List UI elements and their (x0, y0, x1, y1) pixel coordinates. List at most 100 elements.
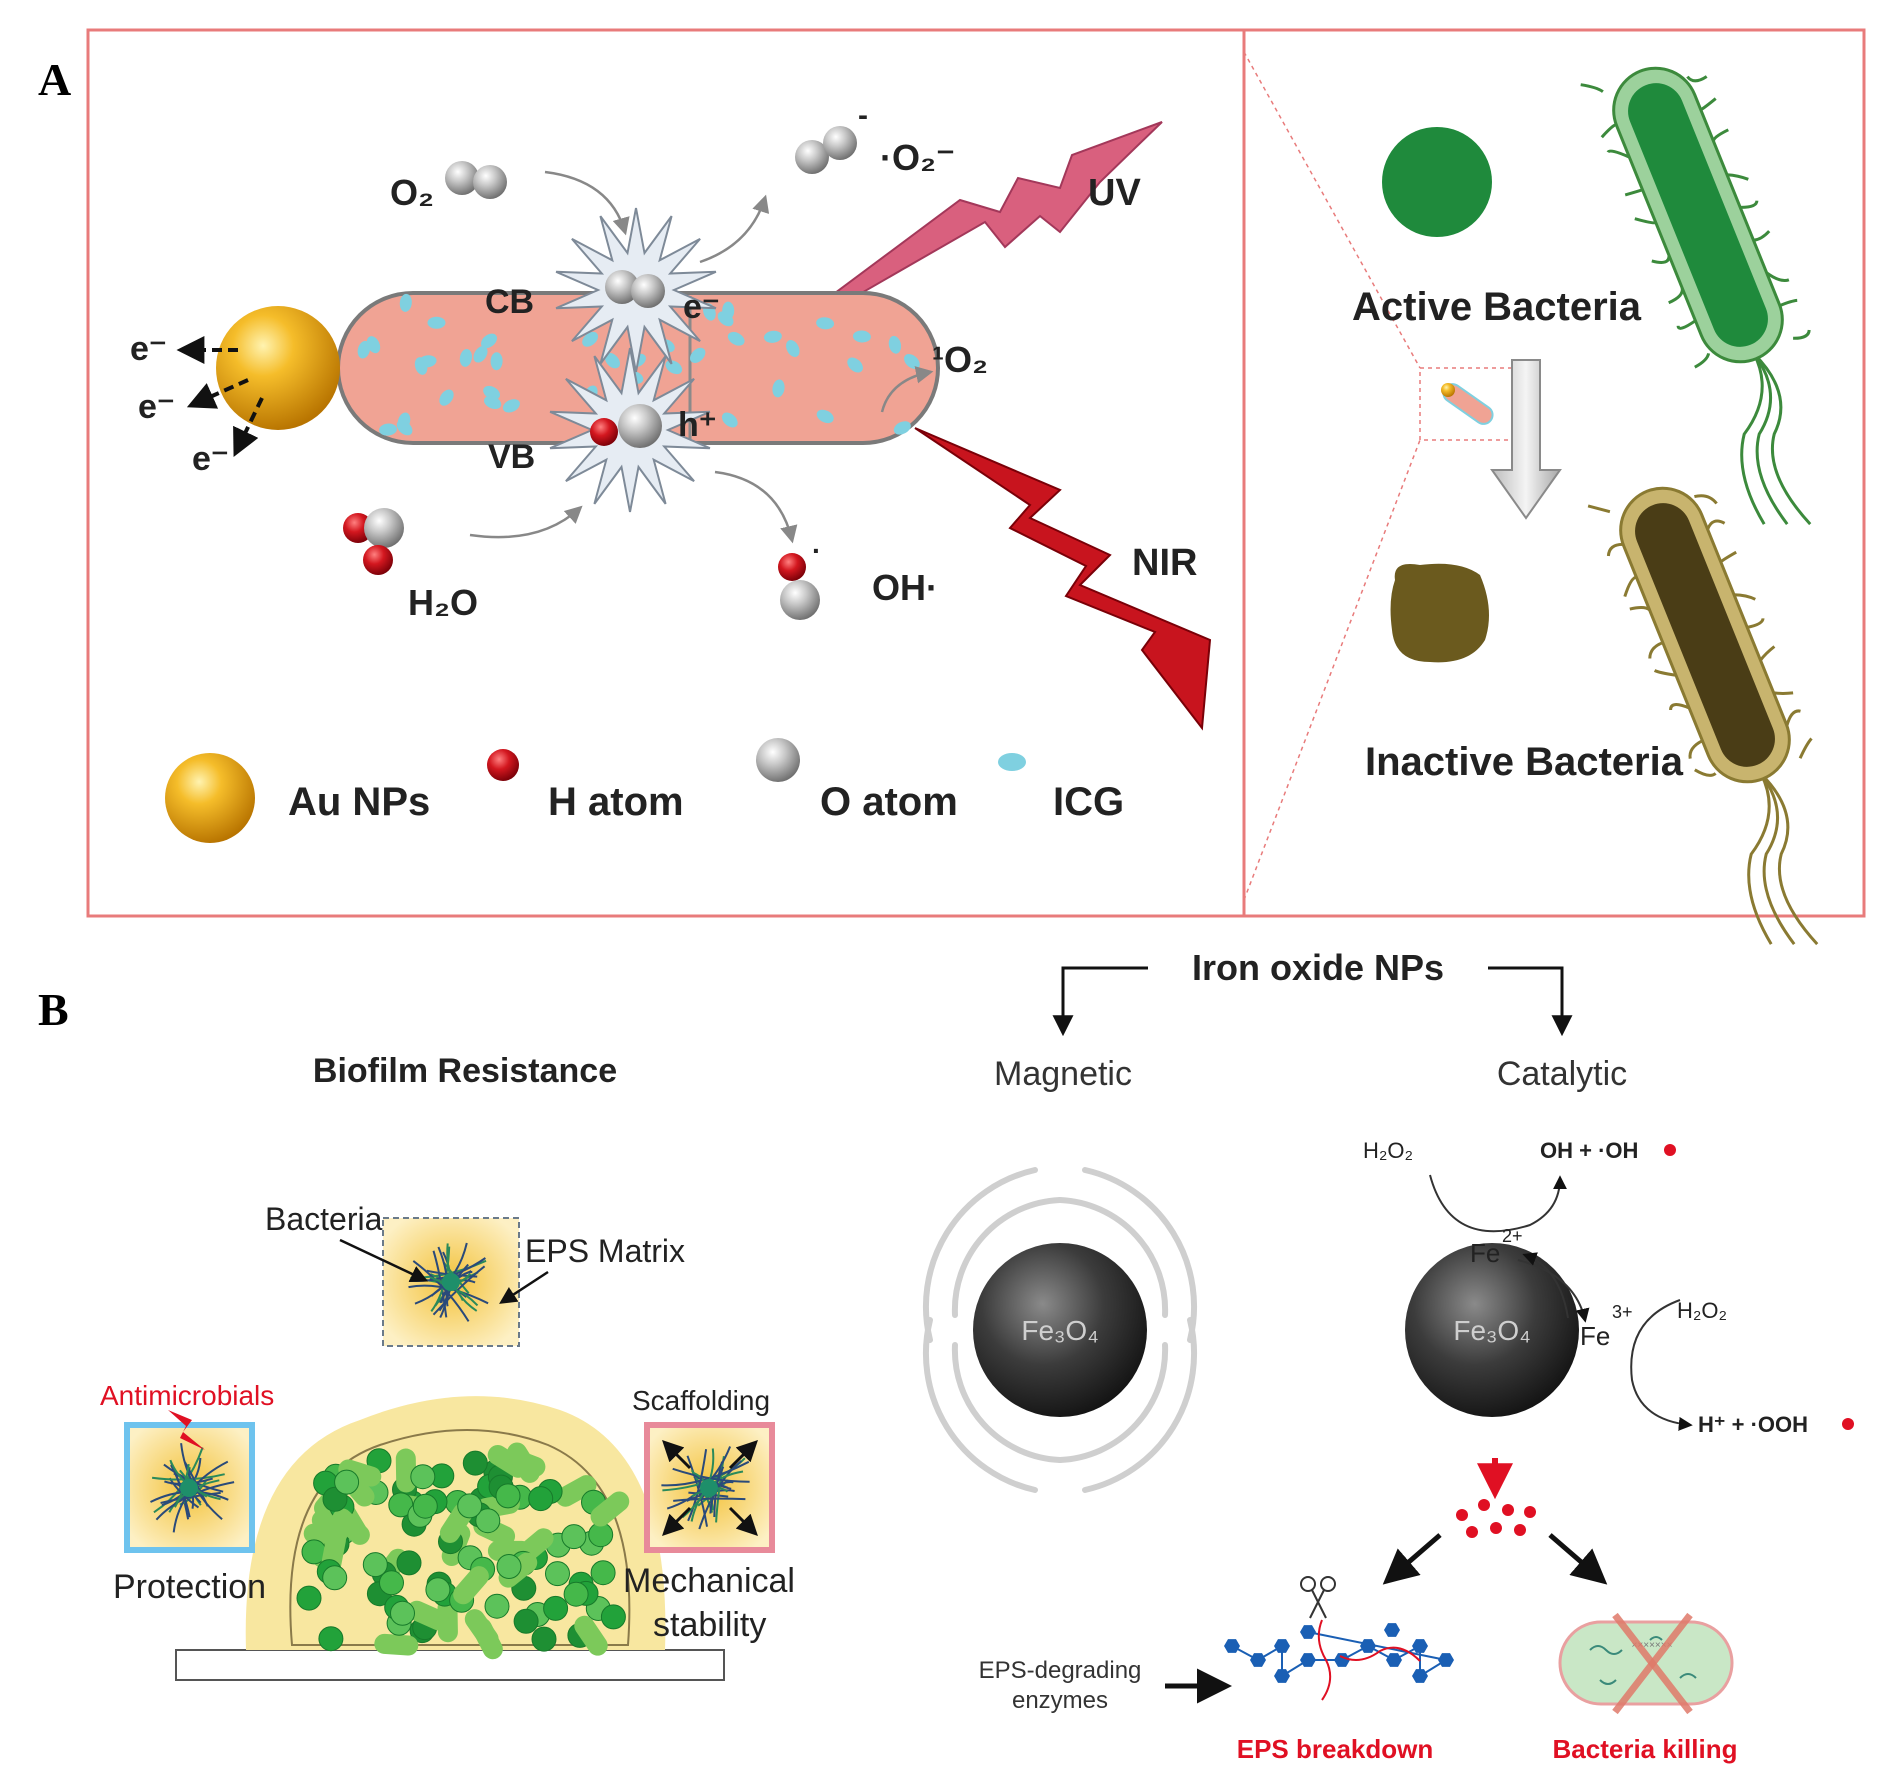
flagellum (1669, 703, 1690, 711)
uv-label: UV (1088, 172, 1141, 214)
oh-products-label: OH + ·OH (1540, 1138, 1638, 1163)
eps-matrix-callout: EPS Matrix (525, 1233, 685, 1269)
cleavage-strand (1317, 1619, 1332, 1701)
rod-bacterium (464, 1609, 499, 1649)
icg-dot (427, 316, 446, 329)
ros-dot (1466, 1526, 1478, 1538)
flagellum (1760, 773, 1819, 946)
legend-icg-label: ICG (1053, 780, 1124, 824)
eps-sugar-unit (1250, 1653, 1266, 1667)
ros-to-bacteria-arrow (1548, 1533, 1608, 1585)
flagellum (1746, 618, 1765, 629)
svg-text:×××××××: ××××××× (1632, 1640, 1673, 1651)
flagellum (1779, 298, 1798, 307)
ros-dot (1524, 1506, 1536, 1518)
eps-sugar-unit (1274, 1669, 1290, 1683)
au-nanoparticle (216, 306, 340, 430)
icg-dot (459, 348, 472, 367)
water-oxygen-atom (364, 508, 404, 548)
flagellum (1712, 128, 1729, 143)
ros-dots (1456, 1499, 1536, 1538)
icg-dot (727, 331, 745, 346)
coccus-bacterium (322, 1486, 348, 1512)
flagellum (1753, 353, 1812, 526)
flagellum (1759, 773, 1796, 946)
coccus-bacterium (457, 1493, 483, 1519)
eps-sugar-unit (1274, 1639, 1290, 1653)
icg-dot (847, 357, 863, 373)
eps-fiber-tangle (150, 1443, 235, 1533)
coccus-bacterium (600, 1604, 626, 1630)
eps-fiber-tangle (408, 1242, 489, 1322)
ros-dot (1456, 1509, 1468, 1521)
flagellum (1733, 593, 1756, 601)
rod-bacterium (374, 1633, 419, 1656)
flagellum (1726, 173, 1749, 181)
fe2-charge: 2+ (1502, 1226, 1523, 1246)
superoxide-atom (823, 126, 857, 160)
eps-sugar-unit (1412, 1639, 1428, 1653)
flagellum (1629, 606, 1651, 612)
icg-dot (357, 340, 371, 359)
singlet-oxygen-label: ¹O₂ (932, 339, 988, 380)
eps-fiber-tangle (661, 1446, 750, 1530)
o2-to-cb-arrow (544, 170, 630, 236)
icg-dot (582, 331, 598, 347)
mechanical-label-line1: Mechanical (623, 1562, 795, 1600)
eps-sugar-unit (1300, 1625, 1316, 1639)
coccus-bacterium (334, 1469, 360, 1495)
icg-dot (483, 385, 501, 400)
flagellum (1793, 329, 1811, 340)
flagellum (1747, 773, 1773, 945)
vb-to-hydroxyl-arrow (714, 470, 798, 544)
biofilm-inner-outline (289, 1429, 631, 1646)
flagellum (1699, 97, 1717, 112)
flagellum (1623, 575, 1637, 598)
eps-bond (1307, 1631, 1447, 1661)
ros-dot (1502, 1504, 1514, 1516)
rod-bacterium (574, 1615, 608, 1656)
flagellum (1651, 255, 1671, 264)
vb-label: VB (488, 438, 535, 476)
water-to-vb-arrow (469, 505, 583, 539)
killed-bacterium: ××××××× (1558, 1612, 1734, 1715)
rod-bacterium (395, 1448, 417, 1493)
flagellum (1765, 271, 1790, 283)
hole-label: h⁺ (678, 406, 717, 444)
flagellum (1759, 645, 1776, 662)
rod-bacterium (555, 1475, 597, 1507)
coccus-bacterium (528, 1486, 554, 1512)
coccus-bacterium (425, 1577, 451, 1603)
biofilm-bacteria-cluster (296, 1442, 630, 1660)
coccus-bacterium (561, 1524, 587, 1550)
eps-sugar-unit (1360, 1639, 1376, 1653)
flagellum (1676, 319, 1697, 330)
flagellum (1694, 494, 1718, 505)
magnetic-field-arcs (923, 1167, 1197, 1493)
scaffolding-label: Scaffolding (632, 1385, 770, 1416)
ros-dot (1478, 1499, 1490, 1511)
flagellum (1773, 691, 1794, 695)
legend-au-swatch (165, 753, 255, 843)
coccus-bacterium (590, 1560, 616, 1586)
hydroxyl-dot: · (812, 535, 821, 566)
magnetic-particle-label: Fe₃O₄ (1021, 1315, 1098, 1346)
coccus-bacterium (563, 1581, 589, 1607)
h-products-label: H⁺ + ·OOH (1698, 1412, 1808, 1437)
inactive-bacteria-rod (1587, 486, 1819, 946)
icg-dot (904, 354, 920, 369)
eps-fiber (412, 1260, 470, 1322)
legend-h-label: H atom (548, 780, 684, 824)
rod-bacterium (406, 1600, 449, 1631)
icg-dot (816, 409, 834, 424)
flagellum (1753, 230, 1771, 242)
active-bacteria-cell (1382, 127, 1492, 237)
icg-dot (786, 340, 800, 357)
icg-dots (357, 293, 920, 436)
flagellum (1752, 353, 1789, 526)
electron-emission-arrow (233, 397, 264, 458)
coccus-bacterium (495, 1483, 521, 1509)
icg-dot (690, 347, 706, 363)
eps-sugar-unit (1224, 1639, 1240, 1653)
